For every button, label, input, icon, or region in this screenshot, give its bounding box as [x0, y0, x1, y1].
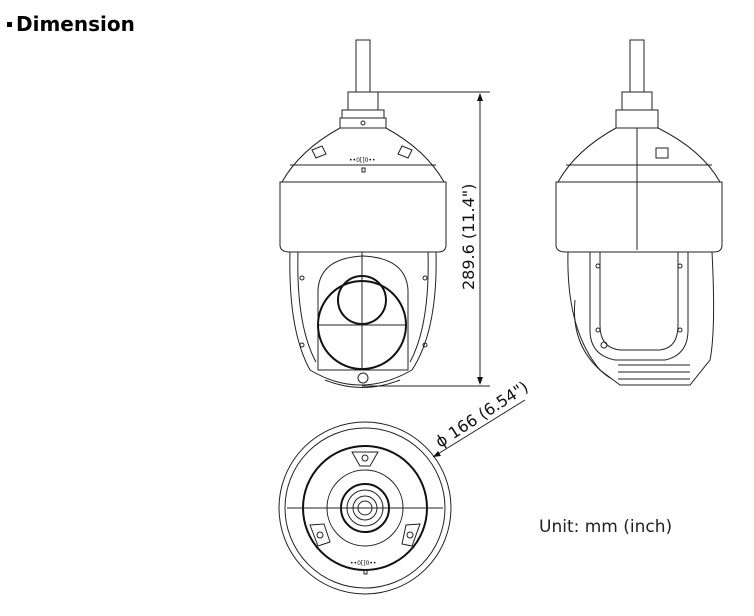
- front-view: ••0[]0•• 289.6 (11.4"): [279, 39, 490, 388]
- section-title: Dimension: [7, 12, 135, 36]
- svg-text:••0[]0••: ••0[]0••: [350, 560, 376, 567]
- bottom-view: ••0[]0•• ϕ 166 (6.54"): [278, 377, 532, 595]
- unit-label: Unit: mm (inch): [539, 517, 673, 537]
- diameter-dimension-label: ϕ 166 (6.54"): [432, 377, 532, 451]
- height-dimension-label: 289.6 (11.4"): [459, 184, 478, 290]
- svg-text:••0[]0••: ••0[]0••: [349, 157, 375, 164]
- section-title-text: Dimension: [16, 12, 135, 36]
- bullet-icon: [7, 21, 12, 27]
- side-view: [555, 39, 723, 386]
